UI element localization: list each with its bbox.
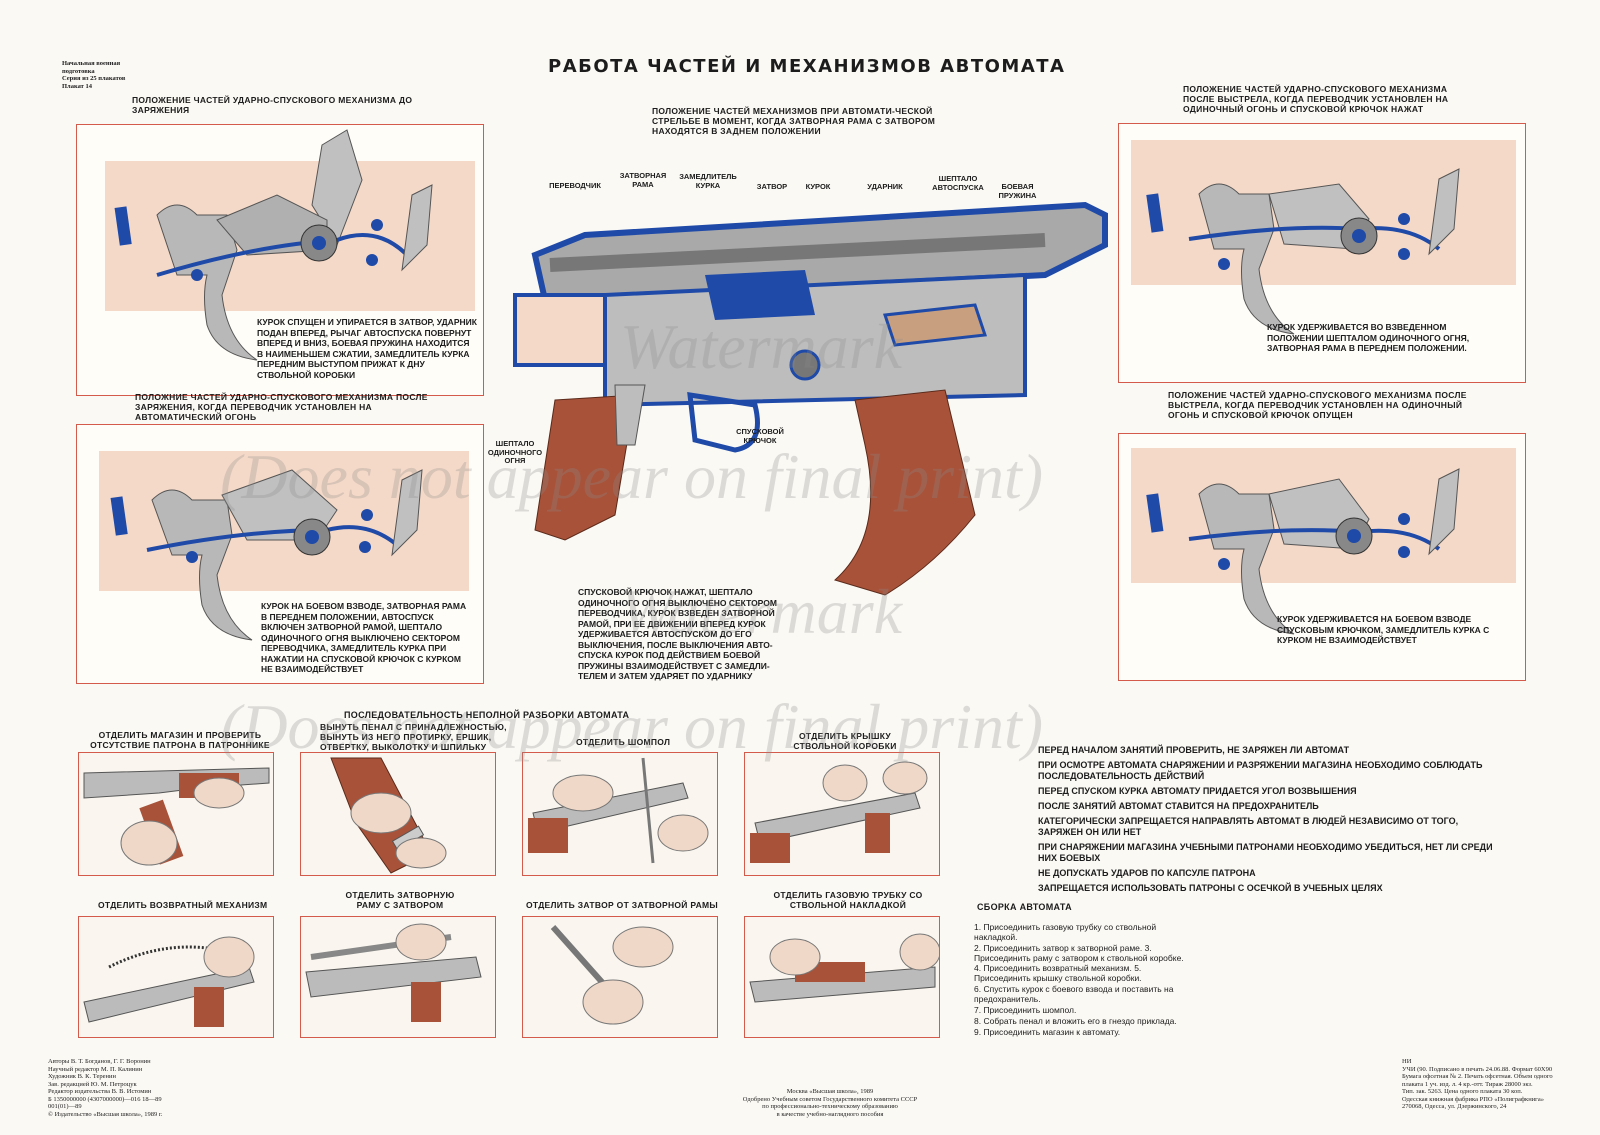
rule-4: ПОСЛЕ ЗАНЯТИЙ АВТОМАТ СТАВИТСЯ НА ПРЕДОХ… xyxy=(1038,801,1319,811)
mid-left-note: КУРОК НА БОЕВОМ ВЗВОДЕ, ЗАТВОРНАЯ РАМА В… xyxy=(261,601,467,674)
credit-line: Авторы В. Т. Богданов, Г. Г. Воронин xyxy=(48,1058,151,1065)
credits-left: Авторы В. Т. Богданов, Г. Г. Воронин Нау… xyxy=(48,1058,268,1118)
label-zamedlitel: ЗАМЕДЛИТЕЛЬ КУРКА xyxy=(679,172,737,190)
step-4-photo xyxy=(744,752,940,876)
mid-left-caption: ПОЛОЖНИЕ ЧАСТЕЙ УДАРНО-СПУСКОВОГО МЕХАНИ… xyxy=(135,392,428,422)
label-zatvor: ЗАТВОР xyxy=(756,182,788,191)
label-zatv-rama: ЗАТВОРНАЯ РАМА xyxy=(619,171,667,189)
series-line-3: Серия из 25 плакатов xyxy=(62,75,126,82)
rule-6: ПРИ СНАРЯЖЕНИИ МАГАЗИНА УЧЕБНЫМИ ПАТРОНА… xyxy=(1038,842,1493,863)
label-udarnik: УДАРНИК xyxy=(867,182,903,191)
credit-line: УЧИ (90. Подписано в печать 24.06.88. Фо… xyxy=(1402,1065,1553,1073)
step-4-label: ОТДЕЛИТЬ КРЫШКУ СТВОЛЬНОЙ КОРОБКИ xyxy=(793,731,897,751)
credit-line: Бумага офсетная № 2. Печать офсетная. Об… xyxy=(1402,1073,1553,1080)
center-caption: ПОЛОЖЕНИЕ ЧАСТЕЙ МЕХАНИЗМОВ ПРИ АВТОМАТИ… xyxy=(652,106,936,136)
credit-line: © Издательство «Высшая школа», 1989 г. xyxy=(48,1110,163,1118)
credit-line: Одобрено Учебным советом Государственног… xyxy=(742,1095,918,1103)
credit-line: по профессионально-техническому образова… xyxy=(762,1103,898,1110)
step-5-label: ОТДЕЛИТЬ ВОЗВРАТНЫЙ МЕХАНИЗМ xyxy=(98,900,268,910)
step-2-label: ВЫНУТЬ ПЕНАЛ С ПРИНАДЛЕЖНОСТЬЮ, ВЫНУТЬ И… xyxy=(320,722,507,752)
step-7-photo xyxy=(522,916,718,1038)
credit-line: Одесская книжная фабрика РПО «Полиграфкн… xyxy=(1402,1095,1544,1103)
credit-line: Зав. редакцией Ю. М. Петроцук xyxy=(48,1080,137,1088)
credits-center: Москва «Высшая школа», 1989 Одобрено Уче… xyxy=(720,1088,940,1118)
step-1-label: ОТДЕЛИТЬ МАГАЗИН И ПРОВЕРИТЬ ОТСУТСТВИЕ … xyxy=(90,730,270,750)
assembly-item-5: 8. Собрать пенал и вложить его в гнездо … xyxy=(974,1016,1177,1026)
top-left-diagram-frame: КУРОК СПУЩЕН И УПИРАЕТСЯ В ЗАТВОР, УДАРН… xyxy=(76,124,484,396)
trigger-mechanism-diagram xyxy=(110,469,423,641)
credit-line: НИ xyxy=(1402,1058,1412,1065)
step-8-photo xyxy=(744,916,940,1038)
disassembly-heading: ПОСЛЕДОВАТЕЛЬНОСТЬ НЕПОЛНОЙ РАЗБОРКИ АВТ… xyxy=(344,710,630,720)
credit-line: Тип. зак. 5263. Цена одного плаката 30 к… xyxy=(1402,1088,1523,1095)
credit-line: плаката 1 уч. изд. л. 4 кр.-отт. Тираж 2… xyxy=(1402,1080,1533,1088)
credit-line: 001(01)—89 xyxy=(48,1103,82,1110)
label-perevodchik: ПЕРЕВОДЧИК xyxy=(549,181,601,190)
mid-left-diagram-frame: КУРОК НА БОЕВОМ ВЗВОДЕ, ЗАТВОРНАЯ РАМА В… xyxy=(76,424,484,684)
rule-7: НЕ ДОПУСКАТЬ УДАРОВ ПО КАПСУЛЕ ПАТРОНА xyxy=(1038,868,1256,878)
assembly-item-6: 9. Присоединить магазин к автомату. xyxy=(974,1027,1121,1037)
label-spuskovoy-kryuchok: СПУСКОВОЙ КРЮЧОК xyxy=(736,427,784,445)
label-kurok: КУРОК xyxy=(805,182,831,191)
step-3-label: ОТДЕЛИТЬ ШОМПОЛ xyxy=(576,737,671,747)
credit-line: Научный редактор М. П. Калинин xyxy=(48,1065,143,1073)
credit-line: Художник В. К. Теренин xyxy=(48,1073,116,1080)
assembly-item-3: 6. Спустить курок с боевого взвода и пос… xyxy=(974,984,1174,1004)
step-1-photo xyxy=(78,752,274,876)
assembly-list: 1. Присоединить газовую трубку со стволь… xyxy=(974,922,1184,1038)
credit-line: 270068, Одесса, ул. Дзержинского, 24 xyxy=(1402,1103,1507,1110)
top-right-note: КУРОК УДЕРЖИВАЕТСЯ ВО ВЗВЕДЕННОМ ПОЛОЖЕН… xyxy=(1267,322,1470,353)
trigger-mechanism-diagram xyxy=(1146,168,1460,335)
credit-line: Редактор издательства В. В. Истомин xyxy=(48,1088,152,1095)
top-right-caption: ПОЛОЖЕНИЕ ЧАСТЕЙ УДАРНО-СПУСКОВОГО МЕХАН… xyxy=(1183,84,1449,114)
credit-line: Б 1350000000 (4307000000)—016 18—89 xyxy=(48,1095,162,1103)
step-7-label: ОТДЕЛИТЬ ЗАТВОР ОТ ЗАТВОРНОЙ РАМЫ xyxy=(526,900,719,910)
label-boevaya-pruzhina: БОЕВАЯ ПРУЖИНА xyxy=(998,182,1037,200)
mid-right-diagram-frame: КУРОК УДЕРЖИВАЕТСЯ НА БОЕВОМ ВЗВОДЕ СПУС… xyxy=(1118,433,1526,681)
top-left-note: КУРОК СПУЩЕН И УПИРАЕТСЯ В ЗАТВОР, УДАРН… xyxy=(257,317,477,380)
label-sheptalo-avtospuska: ШЕПТАЛО АВТОСПУСКА xyxy=(932,174,984,192)
series-line-4: Плакат 14 xyxy=(62,82,92,90)
step-8-label: ОТДЕЛИТЬ ГАЗОВУЮ ТРУБКУ СО СТВОЛЬНОЙ НАК… xyxy=(773,890,923,910)
credit-line: в качестве учебно-наглядного пособия xyxy=(776,1110,884,1118)
series-line-1: Начальная военная xyxy=(62,60,121,67)
step-6-label: ОТДЕЛИТЬ ЗАТВОРНУЮ РАМУ С ЗАТВОРОМ xyxy=(345,890,455,910)
rule-8: ЗАПРЕЩАЕТСЯ ИСПОЛЬЗОВАТЬ ПАТРОНЫ С ОСЕЧК… xyxy=(1038,883,1383,893)
assembly-item-1: 1. Присоединить газовую трубку со стволь… xyxy=(974,922,1157,942)
rule-1: ПЕРЕД НАЧАЛОМ ЗАНЯТИЙ ПРОВЕРИТЬ, НЕ ЗАРЯ… xyxy=(1038,745,1350,755)
series-line-2: подготовка xyxy=(62,67,95,75)
rule-3: ПЕРЕД СПУСКОМ КУРКА АВТОМАТУ ПРИДАЕТСЯ У… xyxy=(1038,786,1357,796)
label-sheptalo-odinochnogo: ШЕПТАЛО ОДИНОЧНОГО ОГНЯ xyxy=(487,439,543,465)
center-note: СПУСКОВОЙ КРЮЧОК НАЖАТ, ШЕПТАЛО ОДИНОЧНО… xyxy=(578,587,777,681)
step-5-photo xyxy=(78,916,274,1038)
trigger-mechanism-diagram xyxy=(1146,468,1460,635)
mid-right-note: КУРОК УДЕРЖИВАЕТСЯ НА БОЕВОМ ВЗВОДЕ СПУС… xyxy=(1277,614,1490,645)
rifle-cutaway-diagram xyxy=(513,201,1108,596)
series-info: Начальная военная подготовка Серия из 25… xyxy=(62,60,152,90)
credit-line: Москва «Высшая школа», 1989 xyxy=(786,1088,874,1095)
rule-2: ПРИ ОСМОТРЕ АВТОМАТА СНАРЯЖЕНИИ И РАЗРЯЖ… xyxy=(1038,760,1483,781)
assembly-item-4: 7. Присоединить шомпол. xyxy=(974,1005,1077,1015)
credits-right: НИ УЧИ (90. Подписано в печать 24.06.88.… xyxy=(1402,1058,1592,1111)
poster-title: РАБОТА ЧАСТЕЙ И МЕХАНИЗМОВ АВТОМАТА xyxy=(548,56,1066,77)
trigger-mechanism-diagram xyxy=(114,129,433,361)
top-right-diagram-frame: КУРОК УДЕРЖИВАЕТСЯ ВО ВЗВЕДЕННОМ ПОЛОЖЕН… xyxy=(1118,123,1526,383)
step-2-photo xyxy=(300,752,496,876)
mid-right-caption: ПОЛОЖЕНИЕ ЧАСТЕЙ УДАРНО-СПУСКОВОГО МЕХАН… xyxy=(1168,390,1467,420)
assembly-item-2: 2. Присоединить затвор к затворной раме.… xyxy=(974,943,1184,983)
rule-5: КАТЕГОРИЧЕСКИ ЗАПРЕЩАЕТСЯ НАПРАВЛЯТЬ АВТ… xyxy=(1038,816,1459,837)
step-3-photo xyxy=(522,752,718,876)
rules-list: ПЕРЕД НАЧАЛОМ ЗАНЯТИЙ ПРОВЕРИТЬ, НЕ ЗАРЯ… xyxy=(1030,745,1505,898)
top-left-caption: ПОЛОЖЕНИЕ ЧАСТЕЙ УДАРНО-СПУСКОВОГО МЕХАН… xyxy=(132,95,413,115)
step-6-photo xyxy=(300,916,496,1038)
assembly-heading: СБОРКА АВТОМАТА xyxy=(977,902,1072,912)
